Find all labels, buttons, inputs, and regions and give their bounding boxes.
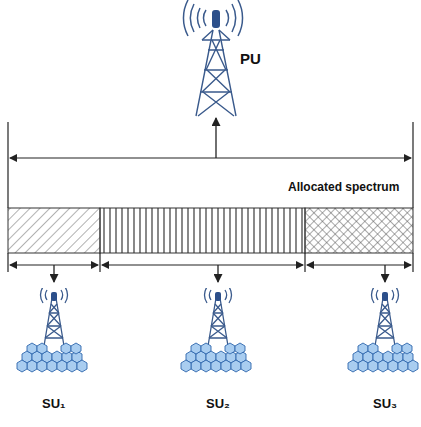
secondary-user-tower: SU₃ bbox=[345, 282, 421, 417]
node-label: SU₃ bbox=[373, 396, 397, 411]
node-label: SU₁ bbox=[42, 396, 65, 411]
secondary-user-tower: SU₁ bbox=[14, 282, 94, 417]
primary-user-tower: PU bbox=[180, 0, 280, 118]
node-label: PU bbox=[240, 50, 261, 67]
tower-icon bbox=[178, 288, 258, 378]
node-label: SU₂ bbox=[206, 396, 230, 411]
tower-icon bbox=[14, 288, 94, 378]
node-label: Allocated spectrum bbox=[288, 180, 399, 194]
allocated-spectrum-band: Allocated spectrum bbox=[8, 158, 413, 265]
arrow-connector bbox=[53, 265, 54, 282]
tower-icon bbox=[345, 288, 421, 378]
secondary-user-tower: SU₂ bbox=[178, 282, 258, 417]
arrow-connector bbox=[215, 118, 216, 158]
arrow-connector bbox=[384, 265, 385, 282]
arrow-connector bbox=[217, 265, 218, 282]
